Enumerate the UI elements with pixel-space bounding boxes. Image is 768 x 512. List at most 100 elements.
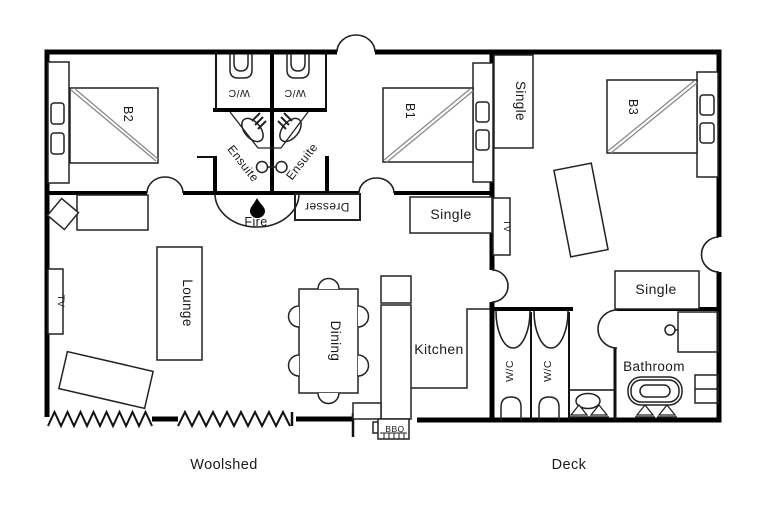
room-label-wc-upper-left: W/C <box>228 87 250 99</box>
chair <box>317 392 340 405</box>
dining-set <box>287 277 370 405</box>
room-label-b3: B3 <box>626 99 640 115</box>
chair <box>287 354 300 377</box>
room-label-single-bottom: Single <box>635 281 676 297</box>
bathtub <box>627 376 683 406</box>
bed-b3 <box>606 71 719 178</box>
room-label-wc-lower-right: W/C <box>542 360 554 382</box>
door-arcs <box>146 34 720 349</box>
chair <box>357 354 370 377</box>
bbq-label: BBQ <box>385 424 404 434</box>
pillow <box>475 129 490 151</box>
area-label-deck: Deck <box>552 457 587 473</box>
room-label-dining: Dining <box>328 321 343 362</box>
toilet-icon <box>500 396 522 420</box>
pillow <box>699 94 715 116</box>
step-icons <box>635 403 677 418</box>
bed-b1 <box>382 62 494 183</box>
room-label-lounge: Lounge <box>180 279 195 326</box>
counter <box>380 304 412 420</box>
door-arc-bathroom <box>597 309 618 349</box>
toilet-icon <box>229 54 253 79</box>
dining-table <box>298 288 359 394</box>
zigzag <box>177 409 291 429</box>
cabinet-tilted <box>553 162 609 258</box>
pillow <box>475 101 490 123</box>
door-arc-wc1 <box>495 310 531 349</box>
room-label-b2: B2 <box>121 106 135 122</box>
toilet-icon <box>538 396 560 420</box>
bed-b2 <box>47 61 159 184</box>
door-arc-b1 <box>358 177 395 194</box>
step-icons <box>569 403 609 418</box>
fixtures <box>214 54 719 420</box>
counter <box>411 308 490 389</box>
wall <box>44 49 337 417</box>
bed-single-mid <box>409 196 493 234</box>
shower-tray <box>241 117 264 143</box>
room-label-wc-upper-right: W/C <box>284 87 306 99</box>
bed-diagonal <box>607 80 698 154</box>
wall <box>417 272 722 423</box>
bed-single-top <box>493 54 534 149</box>
bed <box>606 79 698 154</box>
fire-label: Fire <box>244 215 267 229</box>
furniture <box>46 54 719 440</box>
fridge <box>380 275 412 304</box>
side-table <box>46 197 80 231</box>
chair <box>357 305 370 328</box>
bed-diagonal <box>383 88 474 163</box>
shower-wall <box>229 111 309 149</box>
pillow <box>699 122 715 144</box>
sofa <box>76 194 149 231</box>
door-arc-hall <box>491 269 509 303</box>
tv-label-left: TV <box>55 295 66 308</box>
fireplace <box>214 193 300 228</box>
bathtub-basin <box>639 384 671 398</box>
toilet-icon <box>286 54 310 79</box>
chair <box>317 277 340 290</box>
lounge-sofa <box>156 246 203 361</box>
door-arc-entry <box>336 34 376 53</box>
tv-unit-left <box>47 268 64 335</box>
dresser-label: Dresser <box>305 200 350 214</box>
coffee-table <box>57 350 155 410</box>
door-arc-b2 <box>146 176 184 194</box>
chair <box>287 305 300 328</box>
shower-tray <box>279 117 302 143</box>
bed-diagonal <box>70 87 159 162</box>
room-label-single-top: Single <box>513 81 528 121</box>
room-label-ensuite-left: Ensuite <box>224 142 261 184</box>
room-label-kitchen: Kitchen <box>414 341 464 357</box>
sink-icon <box>575 392 601 410</box>
room-label-ensuite-right: Ensuite <box>283 140 320 182</box>
ensuite-showers <box>229 111 309 174</box>
hearth-arc <box>214 193 300 228</box>
bed-single-bottom <box>614 270 700 310</box>
bed <box>382 87 474 163</box>
door-arc-deck <box>700 236 720 273</box>
room-label-bathroom: Bathroom <box>623 359 685 374</box>
bathtub-rim <box>630 379 680 403</box>
flame-icon <box>250 198 265 219</box>
tap-icon <box>664 324 676 336</box>
room-label-wc-lower-left: W/C <box>504 360 516 382</box>
tv-unit-right <box>492 197 511 256</box>
tv-label-right: TV <box>501 220 512 233</box>
kitchen-counters <box>352 275 490 420</box>
pillow <box>50 102 65 125</box>
pillow <box>50 132 65 155</box>
door-arc-wc2 <box>533 310 569 349</box>
bathroom-fixtures <box>627 311 719 418</box>
bench <box>352 402 382 420</box>
dresser-unit <box>294 193 361 221</box>
area-label-woolshed: Woolshed <box>190 457 257 473</box>
zigzag <box>47 409 153 429</box>
vanity <box>677 311 719 353</box>
room-label-b1: B1 <box>403 103 417 119</box>
bbq-grill <box>380 432 407 439</box>
zigzag-wall <box>47 409 291 429</box>
bbq-unit <box>372 418 410 440</box>
